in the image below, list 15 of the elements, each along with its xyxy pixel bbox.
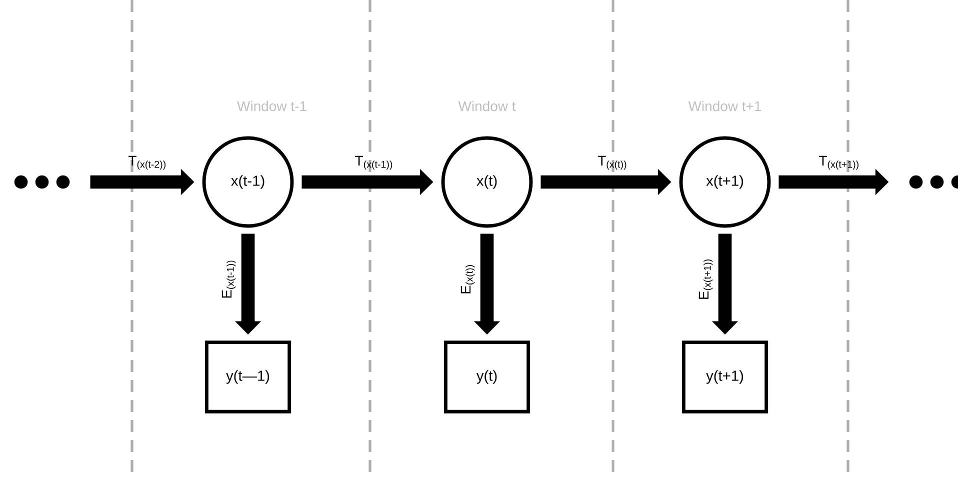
edge-label: T$_{(x(t-2))}$ (128, 156, 166, 170)
ellipsis-dots (909, 175, 958, 189)
edge-label: E$_{(x(t+1))}$ (698, 259, 713, 299)
ellipsis-dots (14, 175, 70, 189)
window-label: Window t+1 (688, 100, 762, 112)
edge-label: T$_{(x(t))}$ (598, 156, 626, 170)
window-label: Window t-1 (237, 100, 306, 112)
edge-label: T$_{(x(t-1))}$ (355, 156, 392, 170)
edge-label: T$_{(x(t+1))}$ (819, 156, 858, 170)
window-label: Window t (458, 100, 516, 112)
edge-label: E$_{(x(t-1))}$ (222, 260, 236, 298)
output-box: y(t+1) (682, 340, 768, 414)
edge-label: E$_{(x(t))}$ (460, 265, 475, 294)
output-box: y(t) (444, 340, 530, 414)
output-box: y(t—1) (204, 340, 292, 414)
